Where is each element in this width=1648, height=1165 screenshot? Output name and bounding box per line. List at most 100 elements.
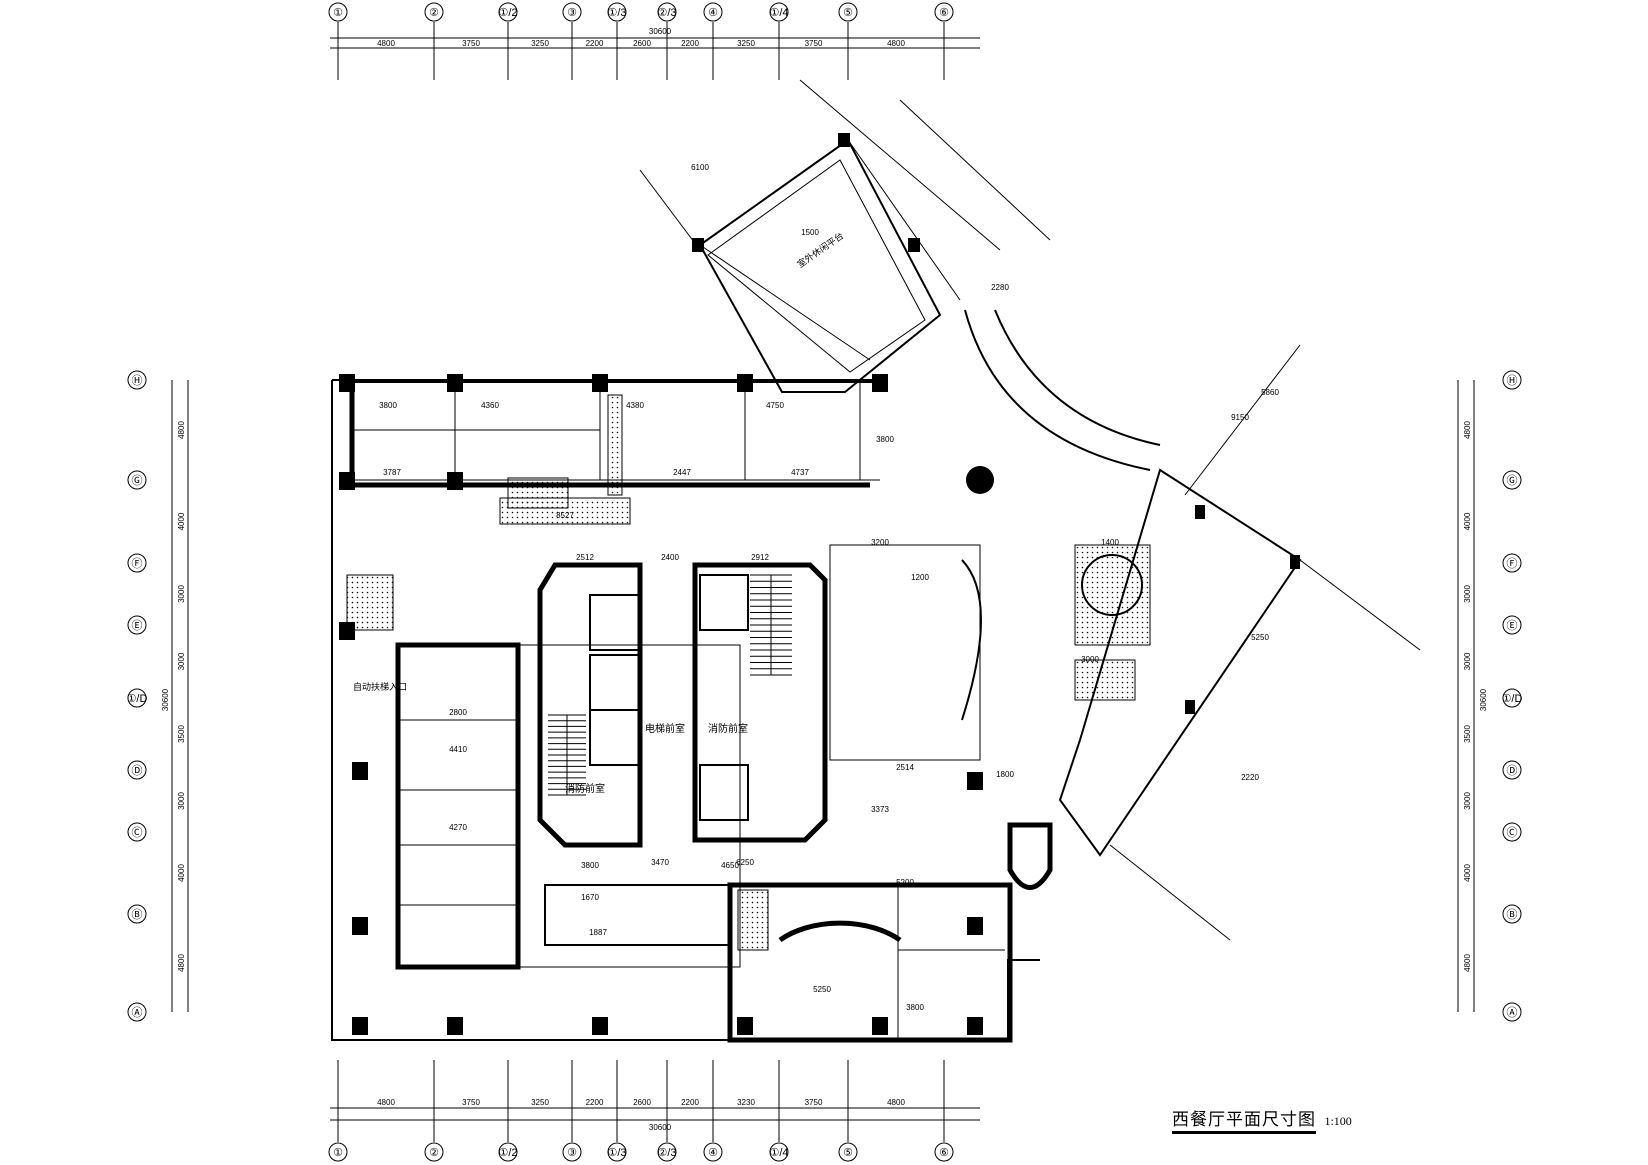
column	[737, 1017, 753, 1035]
interior-dimension: 2514	[896, 763, 914, 772]
interior-dimension: 2400	[661, 553, 679, 562]
bay-dimension: 4000	[1463, 864, 1472, 882]
axis-label: Ⓐ	[1507, 1006, 1518, 1019]
axis-bubble	[703, 1142, 723, 1162]
interior-dimension: 2220	[1241, 773, 1259, 782]
axis-label: ①/D	[127, 693, 148, 705]
interior-dimension: 5200	[896, 878, 914, 887]
column	[339, 472, 355, 490]
axis-label: ②	[429, 7, 439, 19]
bay-dimension: 3000	[177, 792, 186, 810]
axis-bubble	[838, 1142, 858, 1162]
bay-dimension: 3000	[177, 652, 186, 670]
axis-bubble	[657, 2, 677, 22]
bay-dimension: 3250	[737, 39, 755, 48]
axis-label: Ⓗ	[132, 374, 143, 387]
column	[967, 772, 983, 790]
bay-dimension: 2200	[681, 39, 699, 48]
interior-dimension: 1500	[801, 228, 819, 237]
axis-label: Ⓖ	[1507, 474, 1518, 487]
axis-label: Ⓖ	[132, 474, 143, 487]
bay-dimension: 4000	[177, 864, 186, 882]
axis-bubble	[1502, 1002, 1522, 1022]
north-east-wing: 室外休闲平台	[639, 79, 1051, 393]
axis-bubble	[769, 2, 789, 22]
bay-dimension: 4000	[1463, 512, 1472, 530]
interior-dimension: 5250	[1251, 633, 1269, 642]
column	[592, 1017, 608, 1035]
axis-label: ①/2	[498, 1147, 517, 1159]
column	[592, 374, 608, 392]
interior-dimension: 4650	[721, 861, 739, 870]
interior-dimension: 3787	[383, 468, 401, 477]
axis-label: ①	[333, 1147, 343, 1159]
interior-dimension: 1400	[1101, 538, 1119, 547]
interior-dimension: 3470	[651, 858, 669, 867]
axis-label: ⑤	[843, 7, 853, 19]
axis-label: Ⓒ	[132, 826, 143, 839]
fire-lobby-left-label: 消防前室	[565, 782, 605, 795]
interior-dimension: 8527	[556, 511, 574, 520]
axis-bubble	[424, 1142, 444, 1162]
interior-dimension: 4270	[449, 823, 467, 832]
axis-label: Ⓕ	[132, 557, 143, 570]
interior-dimension: 9150	[1231, 413, 1249, 422]
interior-dimension: 2280	[991, 283, 1009, 292]
interior-dimension: 2912	[751, 553, 769, 562]
column	[447, 472, 463, 490]
top-total-dim: 30600	[649, 27, 672, 36]
bay-dimension: 3500	[1463, 725, 1472, 743]
interior-dimension: 2512	[576, 553, 594, 562]
axis-label: ①/4	[769, 1147, 788, 1159]
building-outline	[331, 379, 1040, 1041]
fire-lobby-right-label: 消防前室	[708, 722, 748, 735]
axis-bubble	[1502, 822, 1522, 842]
interior-dimension: 1200	[911, 573, 929, 582]
bay-dimension: 2600	[633, 39, 651, 48]
axis-label: ①/3	[607, 7, 626, 19]
interior-dimension: 5250	[813, 985, 831, 994]
axis-label: ④	[708, 1147, 718, 1159]
east-wing	[964, 309, 1421, 941]
axis-bubble	[127, 553, 147, 573]
axis-bubble	[498, 1142, 518, 1162]
axis-label: ⑤	[843, 1147, 853, 1159]
axis-label: ②	[429, 1147, 439, 1159]
axis-bubble	[127, 822, 147, 842]
axis-label: Ⓗ	[1507, 374, 1518, 387]
axis-label: ①/3	[607, 1147, 626, 1159]
axis-label: Ⓒ	[1507, 826, 1518, 839]
north-rooms	[349, 381, 880, 525]
bay-dimension: 3000	[1463, 792, 1472, 810]
bay-dimension: 3230	[737, 1098, 755, 1107]
interior-dimension: 3800	[581, 861, 599, 870]
drawing-scale: 1:100	[1324, 1114, 1352, 1128]
axis-label: ②/3	[657, 1147, 676, 1159]
axis-label: Ⓐ	[132, 1006, 143, 1019]
axis-label: ②/3	[657, 7, 676, 19]
bay-dimension: 4800	[377, 39, 395, 48]
axis-label: ③	[567, 7, 577, 19]
drawing-title-block: 西餐厅平面尺寸图 1:100	[1172, 1105, 1352, 1134]
interior-dimension: 6100	[691, 163, 709, 172]
structural-columns	[339, 374, 983, 1035]
interior-dimension: 3200	[871, 538, 889, 547]
bay-dimension: 4800	[177, 954, 186, 972]
column	[967, 1017, 983, 1035]
axis-bubble	[838, 2, 858, 22]
bay-dimension: 3250	[531, 39, 549, 48]
column	[872, 374, 888, 392]
axis-bubble	[934, 1142, 954, 1162]
interior-dimension: 3000	[1081, 655, 1099, 664]
bottom-total-dim: 30600	[649, 1123, 672, 1132]
interior-dimension: 4750	[766, 401, 784, 410]
axis-bubble	[127, 615, 147, 635]
interior-dimension: 2800	[449, 708, 467, 717]
bay-dimension: 4800	[1463, 954, 1472, 972]
south-rooms	[544, 822, 1053, 1043]
interior-dimension: 3800	[379, 401, 397, 410]
axis-bubble	[127, 760, 147, 780]
axis-label: Ⓓ	[1507, 764, 1518, 777]
